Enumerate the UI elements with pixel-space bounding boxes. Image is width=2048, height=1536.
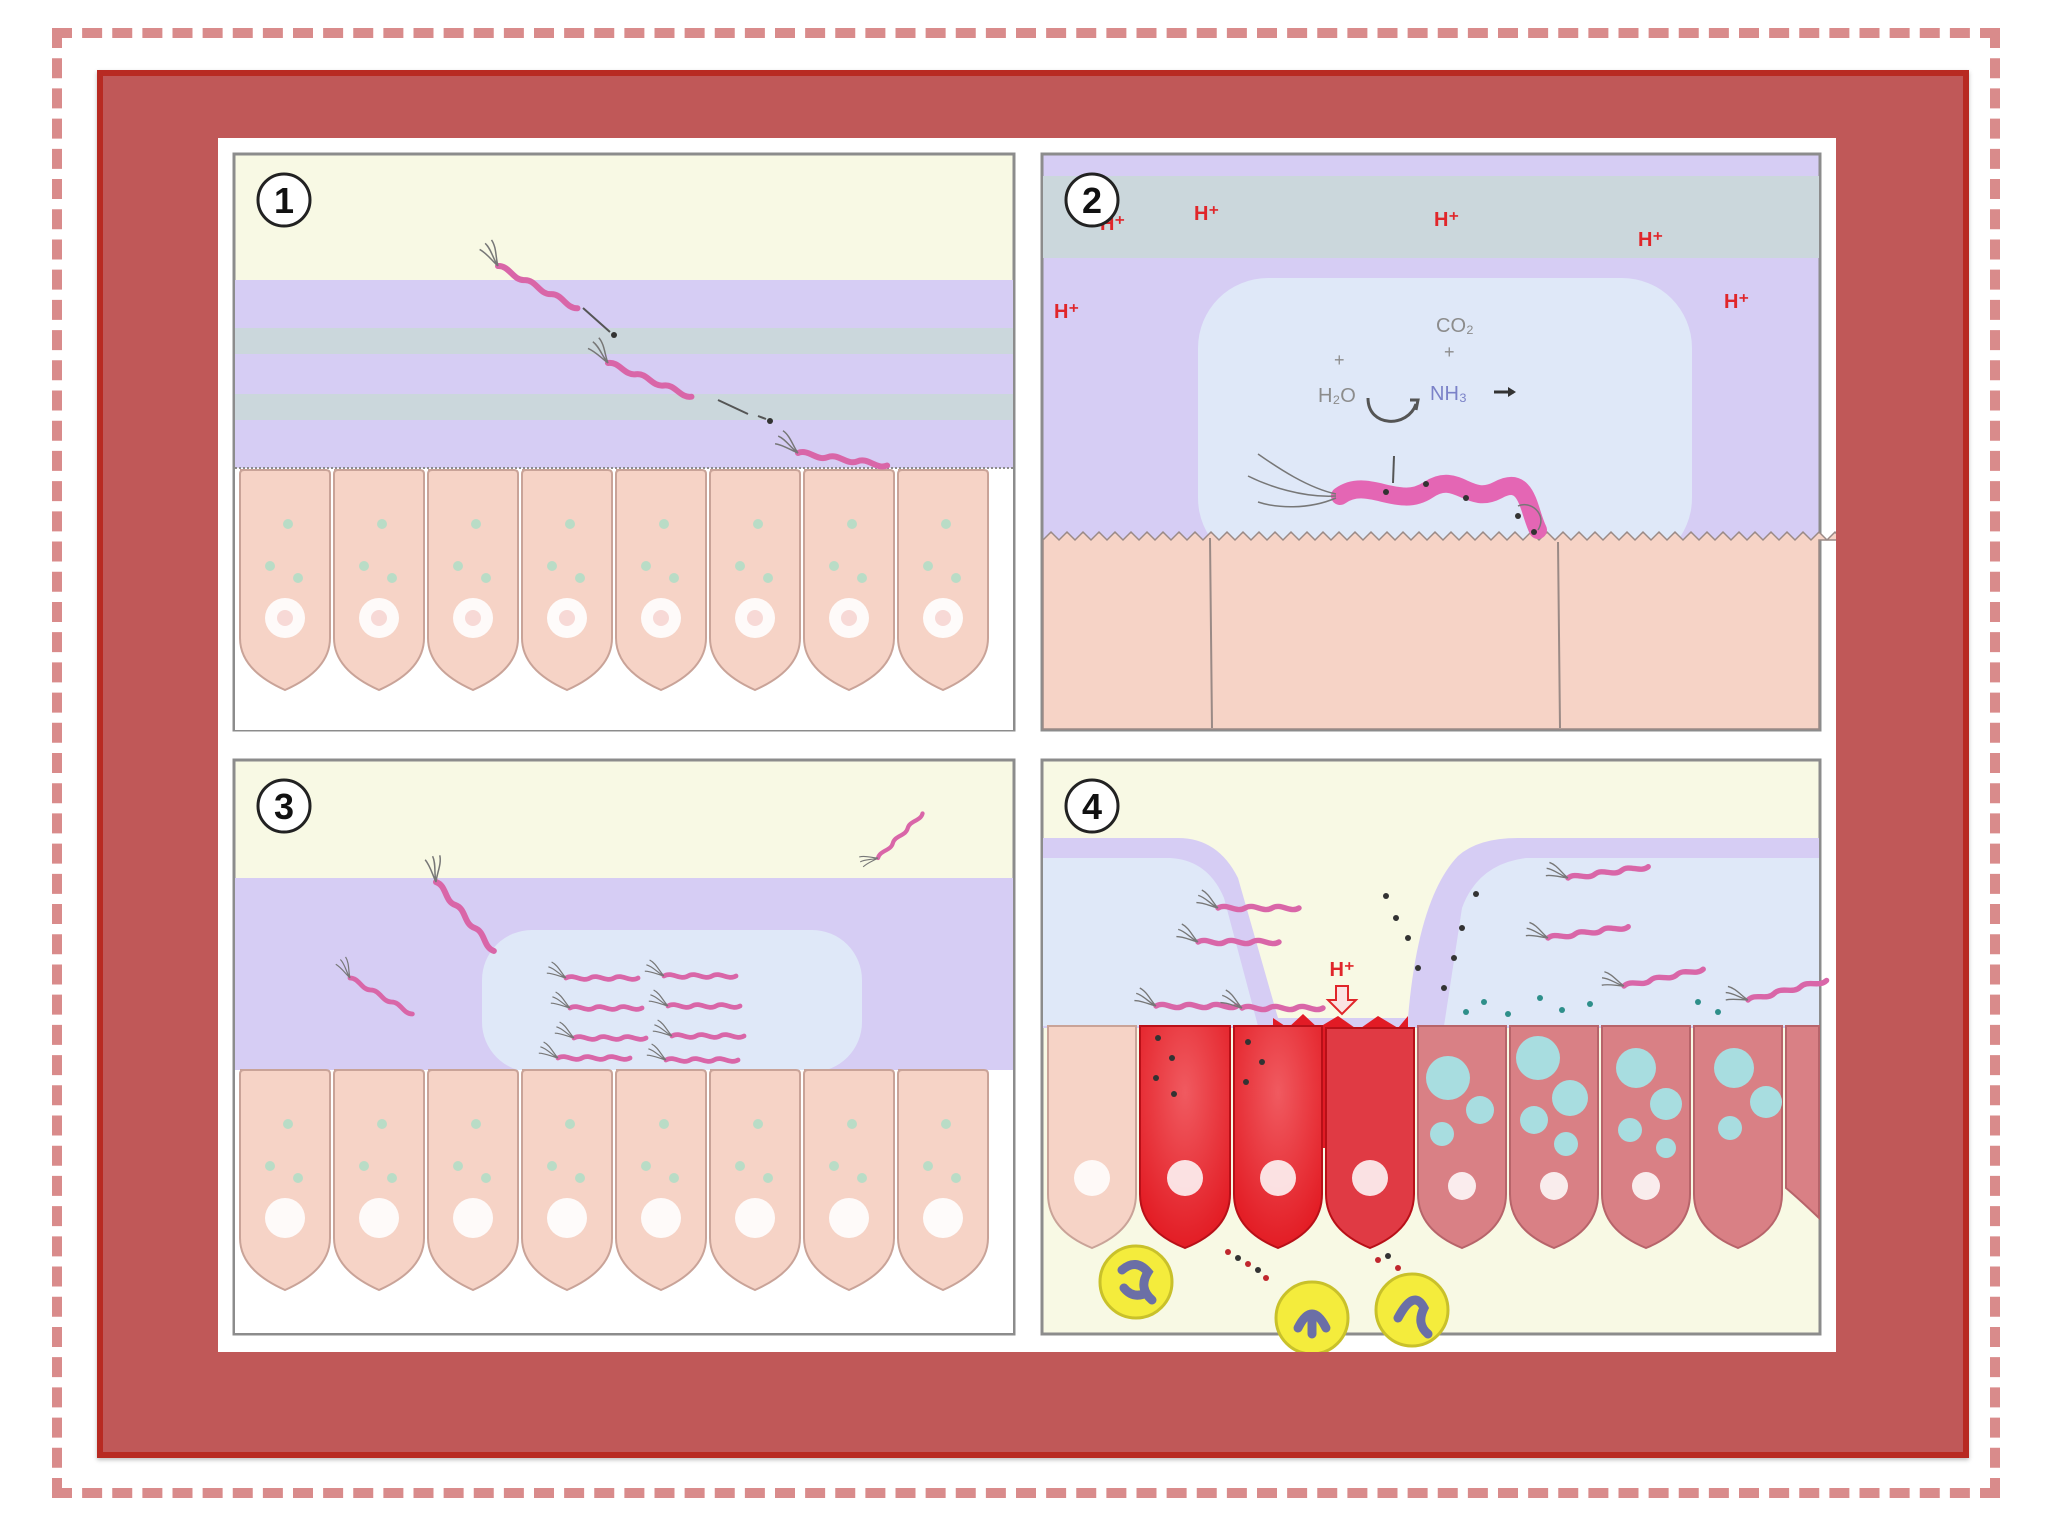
plus-sign-h2o: + xyxy=(1334,350,1345,370)
proton-label: H⁺ xyxy=(1054,301,1079,323)
panel-3: 3 xyxy=(234,760,1014,1334)
panel-4: H⁺ 4 xyxy=(1042,760,1827,1352)
h2o-label: H₂O xyxy=(1318,385,1356,407)
panel-number-1: 1 xyxy=(274,180,294,221)
panel-number-4: 4 xyxy=(1082,786,1102,827)
proton-label: H⁺ xyxy=(1194,203,1219,225)
proton-label: H⁺ xyxy=(1434,209,1459,231)
neutrophil-icon xyxy=(1376,1274,1448,1346)
proton-label-ulcer: H⁺ xyxy=(1330,959,1355,981)
infection-stages-figure: 1 H₂O CO₂ + + NH₃ H⁺ H⁺ H⁺ H⁺ H⁺ H⁺ 2 xyxy=(218,138,1836,1352)
neutrophil-icon xyxy=(1100,1246,1172,1318)
proton-label: H⁺ xyxy=(1638,229,1663,251)
co2-label: CO₂ xyxy=(1436,315,1474,337)
panel-1: 1 xyxy=(234,154,1014,730)
proton-label: H⁺ xyxy=(1724,291,1749,313)
plus-sign-co2: + xyxy=(1444,342,1455,362)
panel-number-3: 3 xyxy=(274,786,294,827)
neutrophil-icon xyxy=(1276,1282,1348,1352)
figure-svg: 1 H₂O CO₂ + + NH₃ H⁺ H⁺ H⁺ H⁺ H⁺ H⁺ 2 xyxy=(218,138,1836,1352)
nh3-label: NH₃ xyxy=(1430,383,1467,405)
panel-number-2: 2 xyxy=(1082,180,1102,221)
panel-2: H₂O CO₂ + + NH₃ H⁺ H⁺ H⁺ H⁺ H⁺ H⁺ 2 xyxy=(1042,154,1836,730)
